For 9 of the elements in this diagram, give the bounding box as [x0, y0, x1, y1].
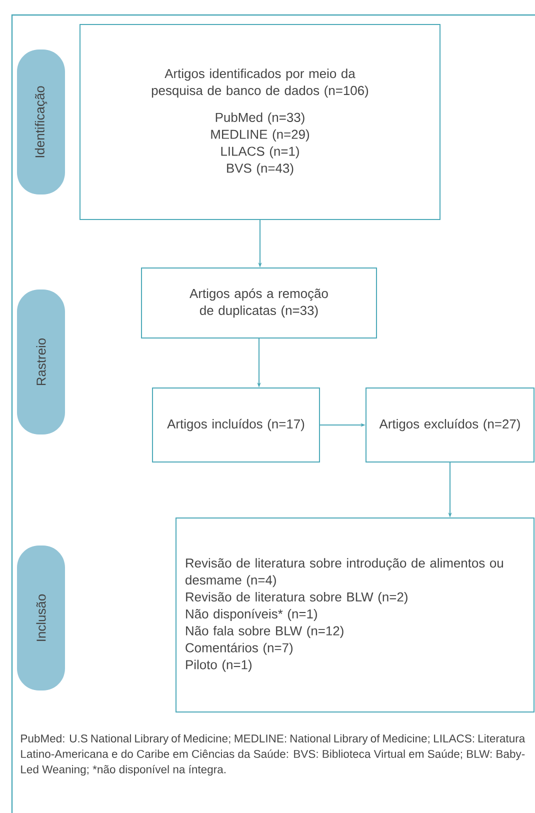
process-box: Artigos após a remoção de duplicatas (n=33): [141, 268, 377, 338]
process-box: Artigos identificados por meio da pesquisa de banco de dados (n=106) PubMed (n=33) MEDLINE (n=29) LILACS (n=1) BVS (n=43): [80, 24, 440, 220]
footnote: PubMed: U.S National Library of Medicine; MEDLINE: National Library of Medicine; LILACS: Literatura Latino-Americana e do Caribe em Ciências da Saúde: BVS: Biblioteca Virtual em Saúde; BLW: Baby-Led Weaning; *não disponível na íntegra.: [21, 734, 526, 776]
phase-label: Rastreio: [17, 290, 65, 434]
phase-label: Inclusão: [17, 546, 65, 690]
phase-label: Identificação: [17, 50, 65, 194]
list-box: Revisão de literatura sobre introdução de alimentos ou desmame (n=4) Revisão de literatura sobre BLW (n=2) Não disponíveis* (n=1) Não fala sobre BLW (n=12) Comentários (n=7) Piloto (n=1): [176, 518, 534, 712]
process-box: Artigos excluídos (n=27): [366, 388, 534, 462]
process-box: Artigos incluídos (n=17): [152, 388, 320, 462]
